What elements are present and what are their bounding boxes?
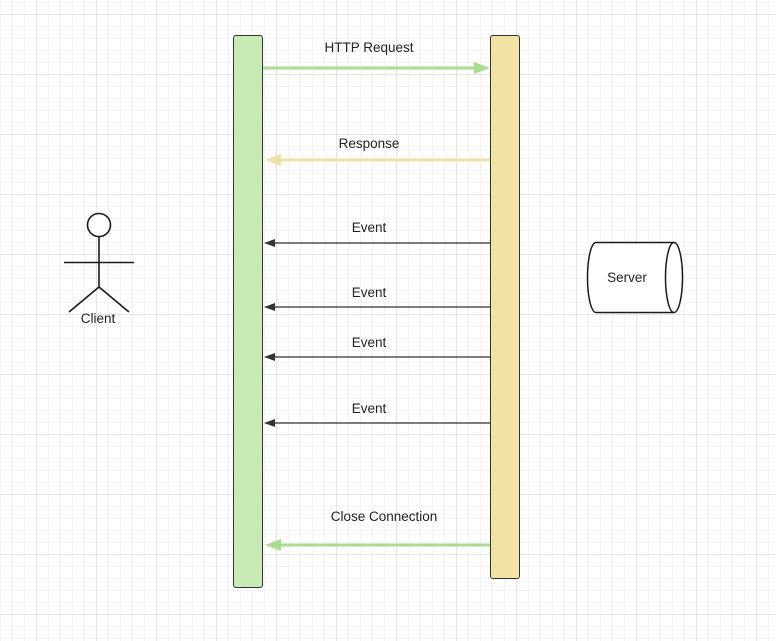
event-arrow-3 — [264, 353, 490, 361]
event-arrow-1 — [264, 239, 490, 247]
message-label-event-2: Event — [351, 285, 387, 300]
message-label-close-connection: Close Connection — [330, 509, 438, 524]
message-label-event-1: Event — [351, 220, 387, 235]
http-request-arrow — [263, 62, 490, 74]
event-arrow-2 — [264, 303, 490, 311]
close-connection-arrow — [265, 539, 490, 551]
client-actor-icon — [64, 212, 134, 313]
client-lifeline — [233, 35, 263, 588]
client-label: Client — [80, 311, 116, 326]
message-label-event-3: Event — [351, 335, 387, 350]
server-lifeline — [490, 35, 520, 579]
message-label-http-request: HTTP Request — [324, 40, 414, 55]
message-label-response: Response — [338, 136, 400, 151]
server-label: Server — [607, 270, 647, 285]
message-label-event-4: Event — [351, 401, 387, 416]
event-arrow-4 — [264, 419, 490, 427]
response-arrow — [265, 154, 490, 166]
server-cylinder-icon — [586, 241, 684, 314]
